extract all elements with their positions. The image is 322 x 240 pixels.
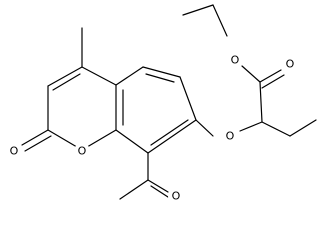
atom-ether-oxygen: O xyxy=(222,128,238,144)
molecule-svg: O O O O O O xyxy=(6,4,317,204)
bond-ethyl-ch3-ch2 xyxy=(182,4,214,16)
bond-c4a-c4 xyxy=(81,66,117,86)
bond-acetyl-c-double-o xyxy=(147,179,169,193)
bond-ch-ether-o xyxy=(239,121,263,132)
atom-ester-carbonyl-oxygen: O xyxy=(282,56,298,72)
atom-lactone-carbonyl-oxygen: O xyxy=(6,143,22,159)
label-ring-oxygen: O xyxy=(78,145,87,158)
bond-c4-c3 xyxy=(47,66,83,87)
bond-c2-double-o xyxy=(21,129,49,146)
atom-acetyl-oxygen: O xyxy=(168,188,184,204)
bond-ch-ch2 xyxy=(261,121,291,137)
bond-c5-c4a xyxy=(115,66,144,86)
label-ester-ether-oxygen: O xyxy=(231,54,240,67)
structure-diagram: O O O O O O xyxy=(6,4,317,204)
bond-acetyl-c-double-o-2 xyxy=(150,185,169,198)
bond-c8a-c8 xyxy=(115,129,149,154)
bond-c8-c7 xyxy=(147,119,197,154)
bond-c4-c3-inner xyxy=(52,73,81,91)
label-acetyl-oxygen: O xyxy=(172,190,181,203)
atom-ring-oxygen: O xyxy=(74,143,90,159)
bond-acetyl-c-ch3 xyxy=(119,179,149,200)
bond-c7-c6 xyxy=(179,76,197,121)
bond-ch2-ch3 xyxy=(289,119,317,137)
bond-ester-c-double-o-2 xyxy=(261,74,285,89)
bond-o-carbonyl-c xyxy=(241,65,261,83)
label-lactone-carbonyl-oxygen: O xyxy=(10,145,19,158)
bond-c6-c5 xyxy=(142,66,181,78)
label-ether-oxygen: O xyxy=(226,130,235,143)
bond-ether-o-c7 xyxy=(195,119,214,137)
bond-ethyl-ch2-o xyxy=(212,4,228,37)
label-ester-carbonyl-oxygen: O xyxy=(286,58,295,71)
bond-c8-c7-inner xyxy=(150,119,189,146)
atom-ester-ether-oxygen: O xyxy=(227,52,243,68)
bond-ester-c-double-o xyxy=(259,69,282,83)
bond-carbonyl-c-ch xyxy=(259,81,263,123)
bond-c2-double-o-2 xyxy=(24,135,52,152)
bond-c6-c5-inner xyxy=(145,73,175,83)
